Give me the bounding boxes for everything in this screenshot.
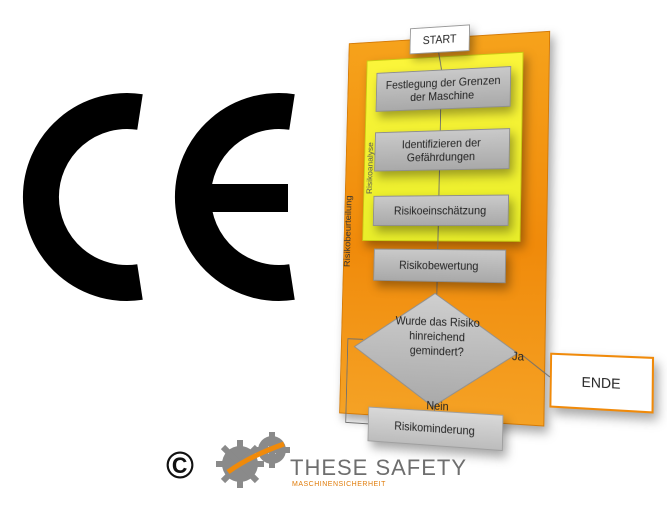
- decision-text: Wurde das Risiko hinreichend gemindert?: [394, 314, 481, 361]
- risikoanalyse-label: Risikoanalyse: [365, 142, 375, 194]
- copyright-icon: ©: [166, 448, 202, 484]
- risk-assessment-flowchart: START Festlegung der Grenzen der Maschin…: [312, 0, 667, 514]
- gear-logo-icon: [210, 426, 302, 492]
- no-label: Nein: [426, 398, 449, 413]
- step-risikobewertung: Risikobewertung: [373, 249, 506, 284]
- step-identifizieren-gefaehrdungen: Identifizieren der Gefährdungen: [374, 128, 510, 171]
- brand-subtitle: MASCHINENSICHERHEIT: [292, 481, 386, 488]
- start-node: START: [410, 24, 471, 54]
- ce-mark-logo: [22, 92, 312, 302]
- step-risikoeinschaetzung: Risikoeinschätzung: [373, 195, 509, 226]
- brand-name: THESE SAFETY: [290, 455, 467, 481]
- step-festlegung-grenzen: Festlegung der Grenzen der Maschine: [376, 66, 512, 112]
- step-risikominderung: Risikominderung: [368, 407, 504, 452]
- ce-letter-c: [41, 111, 140, 283]
- ce-letter-e-bar: [200, 184, 288, 212]
- risikobeurteilung-label: Risikobeurteilung: [343, 195, 354, 267]
- yes-label: Ja: [512, 349, 524, 364]
- end-node: ENDE: [549, 353, 654, 414]
